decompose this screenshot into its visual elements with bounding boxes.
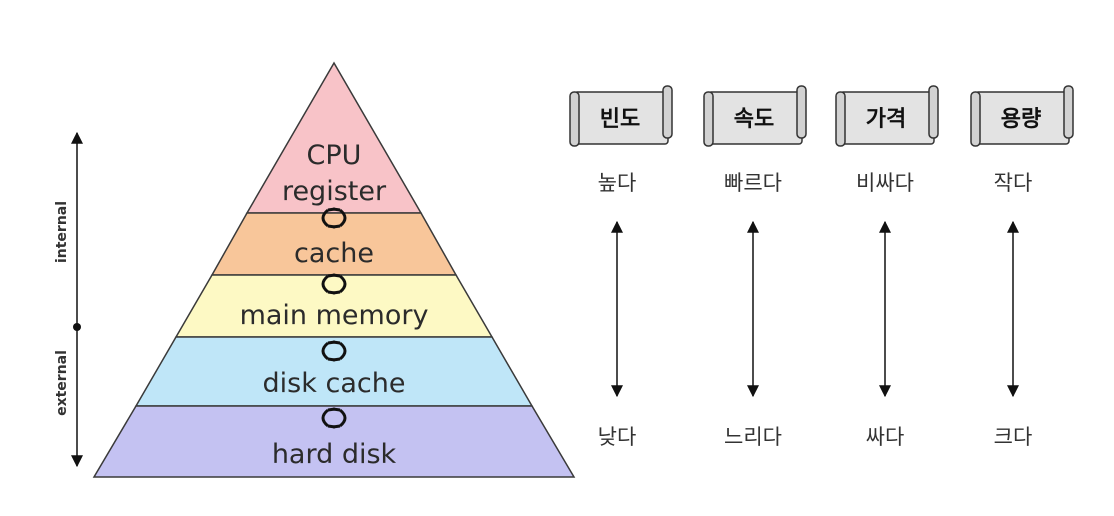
tier-label-hard-disk: hard disk <box>272 439 397 470</box>
attribute-column-price: 가격 비싸다 싸다 <box>835 85 939 449</box>
internal-label: internal <box>54 201 70 263</box>
scroll-banner <box>703 85 807 147</box>
internal-external-axis: internal external <box>54 131 83 468</box>
attribute-top-capacity: 작다 <box>994 171 1033 195</box>
tier-label-disk-cache: disk cache <box>263 368 406 399</box>
attribute-top-speed: 빠르다 <box>724 171 782 195</box>
swap-icon <box>321 273 347 295</box>
tier-label-cpu: CPU <box>307 140 362 171</box>
attribute-bottom-speed: 느리다 <box>724 425 782 449</box>
attribute-column-speed: 속도 빠르다 느리다 <box>703 85 807 449</box>
swap-icon <box>321 207 347 229</box>
attribute-title-capacity: 용량 <box>1001 107 1041 132</box>
attribute-bottom-capacity: 크다 <box>994 425 1033 449</box>
pyramid: CPU register cache main memory disk cach… <box>92 61 576 478</box>
swap-icon <box>321 407 347 429</box>
tier-label-main-memory: main memory <box>240 300 429 331</box>
scroll-banner <box>569 85 673 147</box>
attribute-column-capacity: 용량 작다 크다 <box>970 85 1074 449</box>
scroll-banner <box>835 85 939 147</box>
attribute-bottom-price: 싸다 <box>866 425 905 449</box>
attribute-bottom-frequency: 낮다 <box>598 425 637 449</box>
attribute-title-price: 가격 <box>866 107 906 132</box>
external-label: external <box>54 350 70 416</box>
scroll-banner <box>970 85 1074 147</box>
axis-divider-dot <box>73 323 81 331</box>
tier-hard-disk <box>92 405 576 478</box>
attribute-column-frequency: 빈도 높다 낮다 <box>569 85 673 449</box>
tier-label-cache: cache <box>294 238 374 269</box>
swap-icon <box>321 340 347 362</box>
attribute-top-price: 비싸다 <box>856 171 914 195</box>
attribute-top-frequency: 높다 <box>598 171 637 195</box>
attribute-title-speed: 속도 <box>734 107 774 132</box>
tier-label-register: register <box>282 176 387 207</box>
attribute-title-frequency: 빈도 <box>600 107 640 132</box>
